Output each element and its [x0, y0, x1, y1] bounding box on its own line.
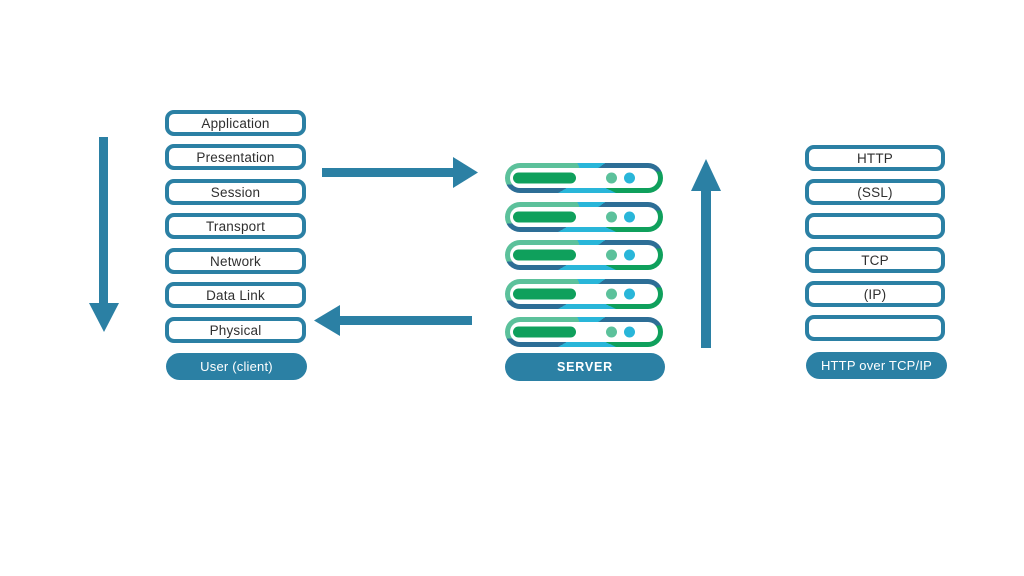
server-unit-face — [510, 168, 658, 188]
protocol-layer-ip: (IP) — [805, 281, 945, 307]
drive-bar — [513, 326, 576, 338]
protocol-layer-http: HTTP — [805, 145, 945, 171]
server-unit — [505, 202, 663, 232]
server-unit-face — [510, 245, 658, 265]
drive-bar — [513, 288, 576, 300]
osi-layer-transport: Transport — [165, 213, 306, 239]
osi-layer-physical: Physical — [165, 317, 306, 343]
led-green-icon — [606, 326, 617, 338]
server-unit — [505, 163, 663, 193]
up-arrow-icon — [691, 159, 721, 348]
protocol-layer-tcp: TCP — [805, 247, 945, 273]
server-unit-face — [510, 284, 658, 304]
led-green-icon — [606, 172, 617, 184]
led-cyan-icon — [624, 172, 635, 184]
server-unit-face — [510, 322, 658, 342]
down-arrow-icon — [89, 137, 119, 332]
http-over-tcpip-pill: HTTP over TCP/IP — [806, 352, 947, 379]
server-unit — [505, 317, 663, 347]
server-unit-face — [510, 207, 658, 227]
protocol-layer-blank-2 — [805, 315, 945, 341]
user-client-pill: User (client) — [166, 353, 307, 380]
osi-layer-application: Application — [165, 110, 306, 136]
osi-layer-data-link: Data Link — [165, 282, 306, 308]
protocol-layer-blank-1 — [805, 213, 945, 239]
server-unit — [505, 240, 663, 270]
right-arrow-icon — [322, 157, 478, 188]
osi-layer-network: Network — [165, 248, 306, 274]
led-green-icon — [606, 249, 617, 261]
led-green-icon — [606, 211, 617, 223]
left-arrow-icon — [314, 305, 472, 336]
server-pill: SERVER — [505, 353, 665, 381]
osi-layer-session: Session — [165, 179, 306, 205]
server-unit — [505, 279, 663, 309]
osi-layer-presentation: Presentation — [165, 144, 306, 170]
led-cyan-icon — [624, 288, 635, 300]
led-cyan-icon — [624, 326, 635, 338]
led-green-icon — [606, 288, 617, 300]
drive-bar — [513, 249, 576, 261]
drive-bar — [513, 211, 576, 223]
led-cyan-icon — [624, 211, 635, 223]
protocol-layer-ssl: (SSL) — [805, 179, 945, 205]
drive-bar — [513, 172, 576, 184]
led-cyan-icon — [624, 249, 635, 261]
